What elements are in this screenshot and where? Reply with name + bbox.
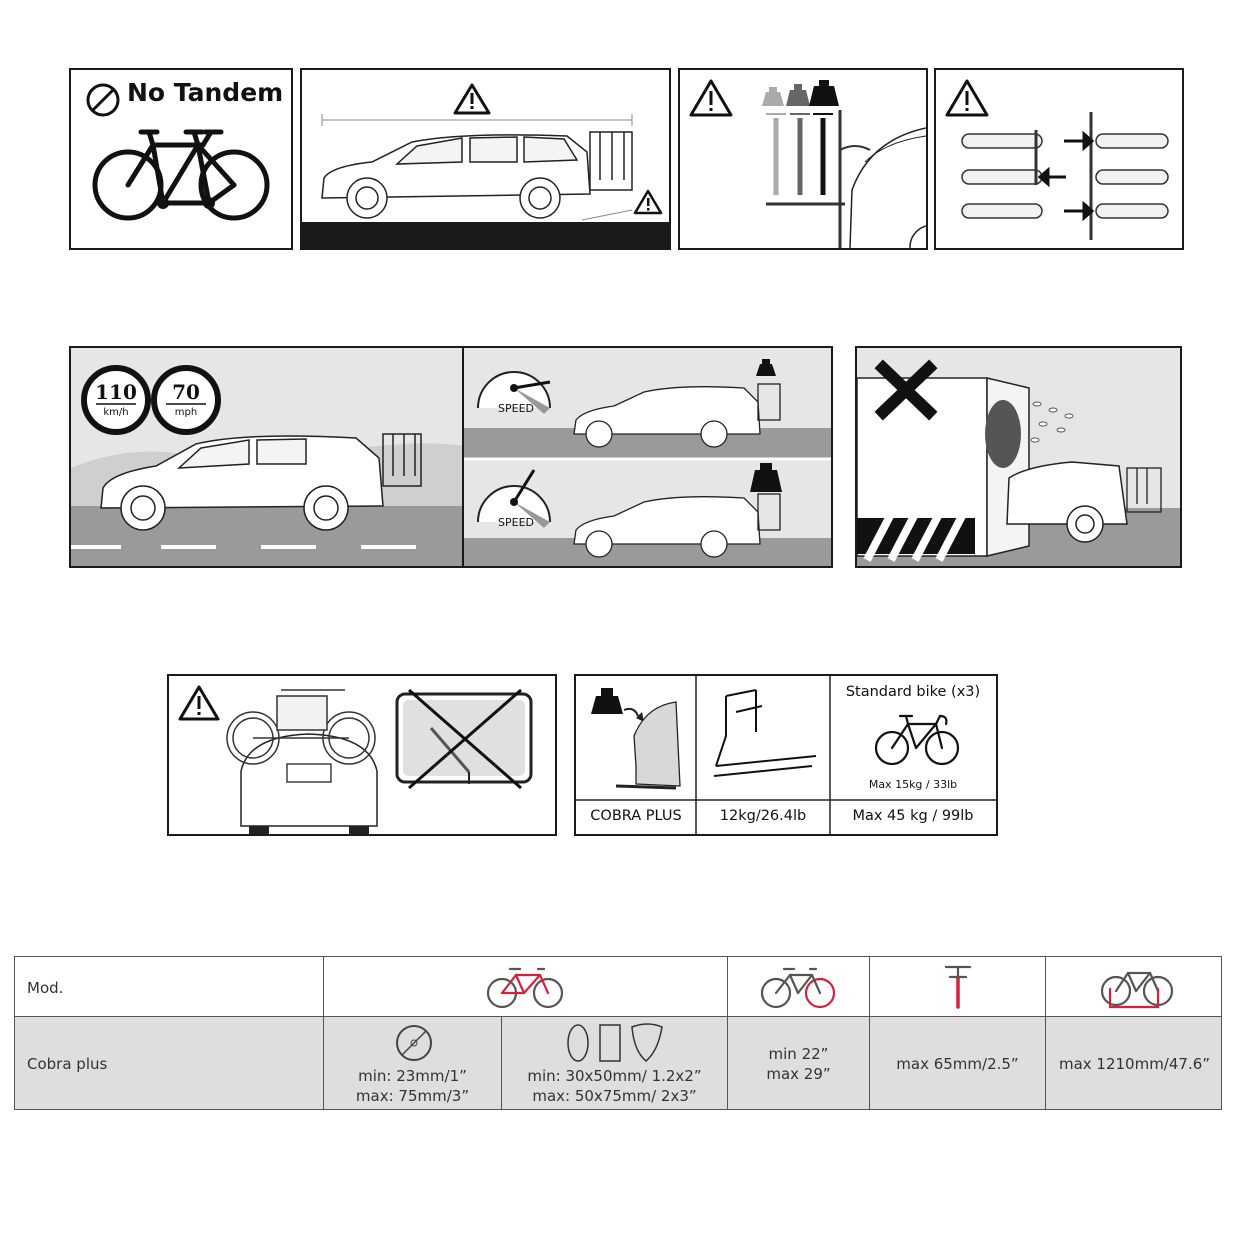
wheelbase-cell: max 1210mm/47.6” [1046, 1017, 1223, 1109]
no-entry-icon [86, 83, 120, 117]
highway-car-illustration [71, 348, 462, 566]
header-mod-label: Mod. [27, 979, 64, 997]
shaped-tube-min: min: 30x50mm/ 1.2x2” [527, 1067, 702, 1085]
model-label: Cobra plus [27, 1055, 108, 1073]
product-spec-panel: Standard bike (x3) Max 15kg / 33lb COBRA… [574, 674, 998, 836]
car-length-panel [300, 68, 671, 250]
model-name: COBRA PLUS [590, 808, 682, 824]
bike-max-weight: Max 15kg / 33lb [868, 778, 958, 791]
car-overhang-illustration [302, 114, 669, 248]
speed-kmh-unit: km/h [103, 407, 129, 418]
shaped-tube-cell: min: 30x50mm/ 1.2x2” max: 50x75mm/ 2x3” [502, 1017, 728, 1109]
seat-tube-icon [944, 965, 972, 1009]
alternate-bikes-illustration [961, 112, 1169, 240]
alternate-bikes-panel [934, 68, 1184, 250]
speed-limit-panel: 110 km/h 70 mph [69, 346, 464, 568]
warning-icon [453, 83, 491, 115]
header-seat-cell [870, 957, 1046, 1016]
tandem-bike-icon [92, 129, 270, 221]
speed-mph-value: 70 [172, 380, 200, 404]
wheel-size-bike-icon [760, 967, 836, 1009]
speed-load-panel: SPEED SPEED [462, 346, 833, 568]
header-wheel-cell [728, 957, 870, 1016]
round-tube-cell: min: 23mm/1” max: 75mm/3” [324, 1017, 502, 1109]
warning-icon [945, 79, 989, 117]
no-car-wash-panel [855, 346, 1182, 568]
no-tandem-title: No Tandem [127, 78, 284, 107]
weight-order-illustration [762, 80, 926, 248]
speed-gauge-label-bottom: SPEED [498, 516, 534, 529]
tube-profile-icons [567, 1023, 663, 1062]
warning-icon [178, 685, 220, 721]
speed-mph-unit: mph [174, 407, 198, 418]
no-tandem-panel: No Tandem [69, 68, 293, 250]
total-max-weight: Max 45 kg / 99lb [852, 808, 974, 824]
wheelbase-bike-icon [1100, 971, 1174, 1009]
warning-icon [689, 79, 733, 117]
bike-weight-order-panel [678, 68, 928, 250]
rack-weight: 12kg/26.4lb [719, 808, 807, 824]
frame-tube-bike-icon [486, 967, 564, 1009]
wheel-size-max: max 29” [766, 1065, 831, 1083]
table-header-row: Mod. [15, 957, 1221, 1017]
round-tube-min: min: 23mm/1” [358, 1067, 467, 1085]
round-tube-max: max: 75mm/3” [355, 1087, 470, 1105]
header-mod-cell: Mod. [15, 957, 324, 1016]
bike-title: Standard bike (x3) [845, 684, 981, 700]
compatibility-table: Mod. [14, 956, 1222, 1110]
warning-icon-small [633, 189, 663, 215]
speed-kmh-value: 110 [95, 380, 137, 404]
speed-load-illustration [464, 348, 831, 566]
shaped-tube-max: max: 50x75mm/ 2x3” [532, 1087, 697, 1105]
rear-bikes-illustration [226, 688, 533, 834]
rear-visibility-panel [167, 674, 557, 836]
round-tube-diameter-icon [396, 1025, 432, 1061]
product-spec-grid [576, 676, 996, 834]
wheel-size-min: min 22” [768, 1045, 829, 1063]
speed-gauge-label-top: SPEED [498, 402, 534, 415]
model-cell: Cobra plus [15, 1017, 324, 1109]
seat-tube-cell: max 65mm/2.5” [870, 1017, 1046, 1109]
header-wheelbase-cell [1046, 957, 1223, 1016]
car-wash-illustration [857, 348, 1180, 566]
wheel-size-cell: min 22” max 29” [728, 1017, 870, 1109]
table-data-row: Cobra plus min: 23mm/1” max: 75mm/3” min… [15, 1017, 1221, 1109]
header-frame-cell [324, 957, 728, 1016]
seat-tube-max: max 65mm/2.5” [896, 1055, 1019, 1073]
wheelbase-max: max 1210mm/47.6” [1058, 1055, 1211, 1073]
